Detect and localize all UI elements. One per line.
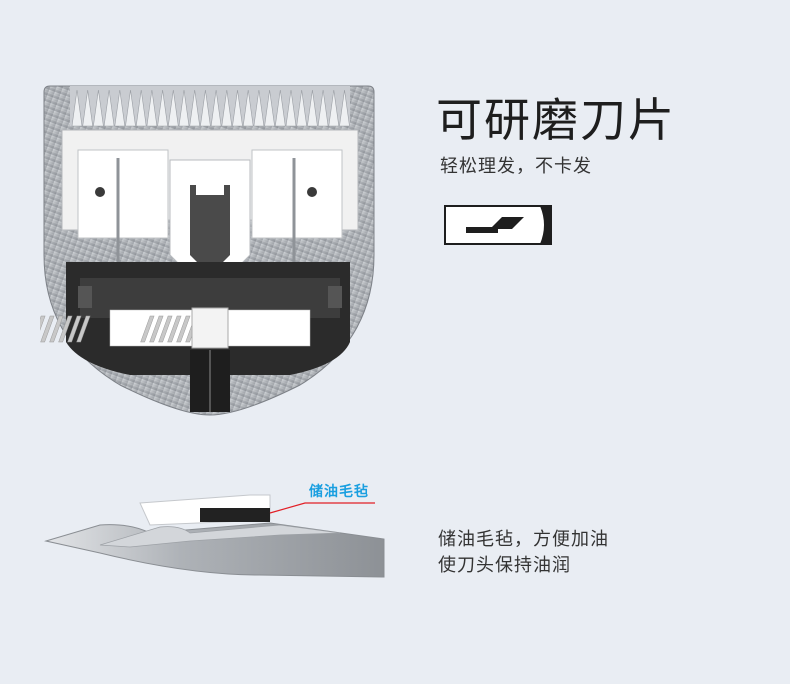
blade-teeth [70,86,350,127]
oil-felt [200,508,270,522]
feature-subtitle: 轻松理发，不卡发 [440,156,592,177]
sharpen-blade-icon [444,205,552,245]
oil-felt-callout-label: 储油毛毡 [309,484,369,500]
description-line: 储油毛毡，方便加油 [438,529,609,550]
feature-description: 储油毛毡，方便加油 使刀头保持油润 [438,527,609,579]
feature-title: 可研磨刀片 [436,93,676,147]
description-line: 使刀头保持油润 [438,555,571,576]
clipper-blade-front-illustration [40,85,375,416]
clipper-blade-side-illustration [44,494,385,578]
